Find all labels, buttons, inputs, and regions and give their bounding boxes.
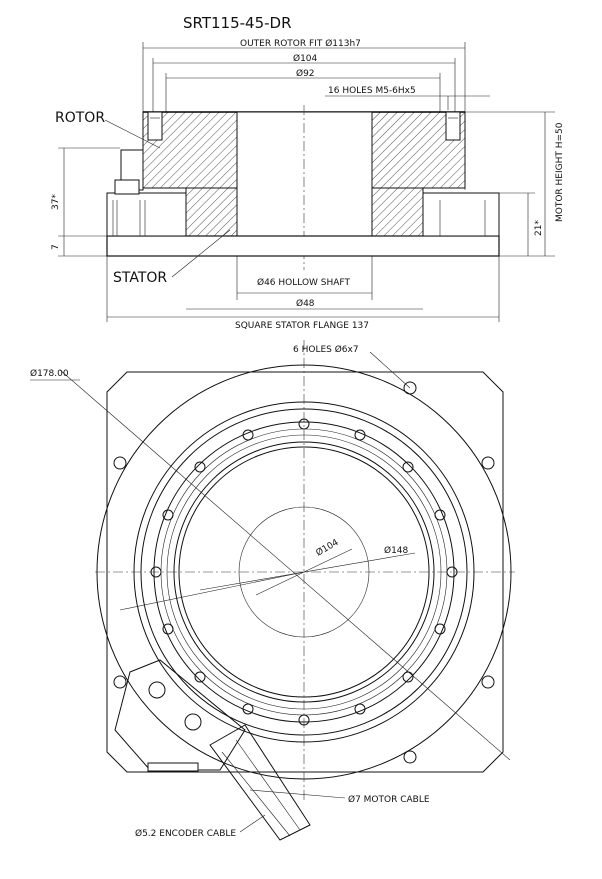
dia-178-label: Ø178.00	[30, 368, 69, 379]
cable-boss	[114, 659, 311, 841]
motor-cable-label: Ø7 MOTOR CABLE	[348, 794, 430, 805]
bottom-dims: Ø46 HOLLOW SHAFT Ø48 SQUARE STATOR FLANG…	[106, 256, 500, 331]
motor-height-label: MOTOR HEIGHT H=50	[555, 122, 565, 222]
stator-body	[106, 105, 500, 270]
encoder-cable-label: Ø5.2 ENCODER CABLE	[135, 828, 236, 839]
dia-48-label: Ø48	[296, 298, 315, 309]
side-view: SRT115-45-DR OUTER ROTOR FIT Ø113h7 Ø104…	[51, 14, 565, 331]
outer-rotor-fit-label: OUTER ROTOR FIT Ø113h7	[240, 38, 361, 49]
square-flange-label: SQUARE STATOR FLANGE 137	[235, 321, 369, 331]
holes-m5-label: 16 HOLES M5-6Hx5	[328, 86, 416, 96]
top-view: 6 HOLES Ø6x7 Ø178.00 Ø104 Ø148 Ø7 MOTOR …	[30, 340, 515, 841]
left-height-dims: 37* 7	[51, 147, 120, 257]
dim-7-label: 7	[51, 244, 61, 250]
dim-21-label: 21*	[534, 220, 544, 236]
dia-92-label: Ø92	[296, 68, 315, 79]
right-height-dims: 21* MOTOR HEIGHT H=50	[465, 111, 565, 257]
side-labels: ROTOR STATOR	[55, 110, 231, 286]
bolt-circle-holes	[150, 418, 458, 726]
dia-104-label: Ø104	[293, 53, 318, 64]
dia-148-label: Ø148	[384, 545, 409, 556]
stator-label: STATOR	[113, 270, 167, 286]
dim-37-label: 37*	[51, 194, 61, 210]
corner-holes	[113, 381, 495, 764]
dia-104-top-label: Ø104	[314, 537, 341, 559]
rotor-label: ROTOR	[55, 110, 105, 126]
holes-6-label: 6 HOLES Ø6x7	[293, 344, 359, 355]
drawing-title: SRT115-45-DR	[183, 14, 292, 32]
hollow-shaft-label: Ø46 HOLLOW SHAFT	[257, 277, 350, 288]
top-dimensions: OUTER ROTOR FIT Ø113h7 Ø104 Ø92 16 HOLES…	[142, 38, 490, 190]
